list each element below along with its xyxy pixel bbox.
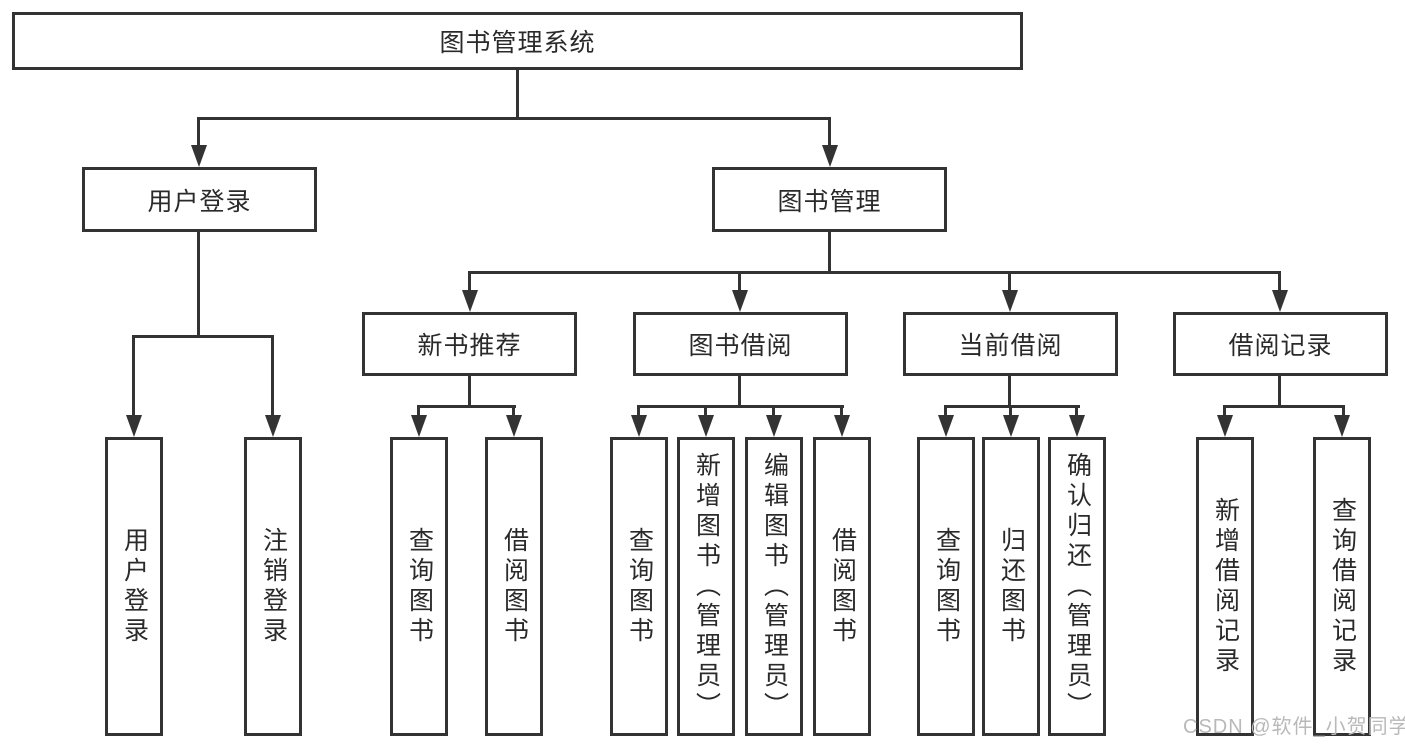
leaf-borrow-books: 借阅图书 <box>813 437 871 736</box>
node-current-borrowing: 当前借阅 <box>903 312 1118 376</box>
leaf-user-login-label: 用户登录 <box>120 526 149 647</box>
node-book-management-label: 图书管理 <box>777 187 882 216</box>
leaf-edit-book-admin-label: 编辑图书（管理员） <box>760 451 789 722</box>
leaf-borrow-books-label: 借阅图书 <box>828 526 857 647</box>
leaf-borrow-books-recommend-label: 借阅图书 <box>500 526 529 647</box>
connector-borrowing-records-rail <box>1223 405 1345 408</box>
leaf-query-books-current: 查询图书 <box>917 437 975 736</box>
arrowhead-book-management <box>822 145 838 167</box>
connector-new-book-stem <box>468 376 471 407</box>
arrowhead <box>938 415 954 437</box>
connector-root-stem <box>516 70 519 119</box>
node-user-login-label: 用户登录 <box>147 187 252 216</box>
arrowhead <box>766 415 782 437</box>
node-book-borrowing: 图书借阅 <box>633 312 848 376</box>
leaf-edit-book-admin: 编辑图书（管理员） <box>745 437 803 736</box>
leaf-query-books-recommend-label: 查询图书 <box>405 526 434 647</box>
leaf-confirm-return-admin: 确认归还（管理员） <box>1048 437 1106 736</box>
node-borrowing-records: 借阅记录 <box>1173 312 1388 376</box>
leaf-borrow-books-recommend: 借阅图书 <box>485 437 543 736</box>
leaf-add-book-admin-label: 新增图书（管理员） <box>692 451 721 722</box>
node-library-system: 图书管理系统 <box>12 12 1023 70</box>
node-new-book-recommend-label: 新书推荐 <box>417 332 522 360</box>
arrowhead <box>1334 415 1350 437</box>
leaf-logout-label: 注销登录 <box>259 526 288 647</box>
arrowhead <box>506 415 522 437</box>
arrowhead <box>1069 415 1085 437</box>
leaf-add-book-admin: 新增图书（管理员） <box>677 437 735 736</box>
connector-drop <box>1223 405 1226 417</box>
arrowhead <box>698 415 714 437</box>
connector-drop-book-borrowing <box>738 271 741 292</box>
connector-current-borrowing-rail <box>944 405 1080 408</box>
connector-drop-leaf-logout <box>271 335 274 416</box>
leaf-add-borrow-record: 新增借阅记录 <box>1196 437 1254 736</box>
arrowhead-user-login <box>191 145 207 167</box>
arrowhead <box>411 415 427 437</box>
connector-drop <box>772 405 775 417</box>
connector-drop <box>1342 405 1345 417</box>
connector-book-borrowing-rail <box>637 405 844 408</box>
node-user-login: 用户登录 <box>82 167 317 232</box>
connector-book-management-stem <box>828 232 831 274</box>
leaf-query-books-current-label: 查询图书 <box>932 526 961 647</box>
connector-drop <box>417 405 420 417</box>
leaf-confirm-return-admin-label: 确认归还（管理员） <box>1063 451 1092 722</box>
arrowhead-current-borrowing <box>1002 290 1018 312</box>
leaf-query-borrow-record-label: 查询借阅记录 <box>1328 496 1357 677</box>
leaf-query-books-borrowing: 查询图书 <box>610 437 668 736</box>
connector-book-borrowing-stem <box>738 376 741 407</box>
connector-drop <box>840 405 843 417</box>
connector-drop <box>637 405 640 417</box>
arrowhead-new-book-recommend <box>462 290 478 312</box>
connector-root-rail <box>197 117 831 120</box>
node-book-management: 图书管理 <box>712 167 947 232</box>
connector-drop-current-borrowing <box>1008 271 1011 292</box>
connector-drop-book-management <box>828 117 831 146</box>
arrowhead <box>631 415 647 437</box>
arrowhead-borrowing-records <box>1272 290 1288 312</box>
connector-new-book-rail <box>417 405 516 408</box>
leaf-add-borrow-record-label: 新增借阅记录 <box>1211 496 1240 677</box>
node-new-book-recommend: 新书推荐 <box>362 312 577 376</box>
leaf-return-book: 归还图书 <box>982 437 1040 736</box>
connector-drop <box>1009 405 1012 417</box>
connector-user-login-rail <box>132 335 274 338</box>
connector-current-borrowing-stem <box>1008 376 1011 407</box>
arrowhead-book-borrowing <box>732 290 748 312</box>
leaf-user-login: 用户登录 <box>105 437 163 736</box>
node-current-borrowing-label: 当前借阅 <box>958 332 1063 360</box>
connector-borrowing-records-stem <box>1278 376 1281 407</box>
leaf-query-books-recommend: 查询图书 <box>390 437 448 736</box>
leaf-query-books-borrowing-label: 查询图书 <box>625 526 654 647</box>
connector-drop <box>1075 405 1078 417</box>
node-library-system-label: 图书管理系统 <box>439 29 596 57</box>
connector-drop-user-login <box>197 117 200 146</box>
connector-drop <box>944 405 947 417</box>
csdn-watermark: CSDN @软件_小贺同学 <box>1183 716 1405 738</box>
connector-drop <box>512 405 515 417</box>
connector-book-management-rail <box>468 271 1281 274</box>
arrowhead <box>1003 415 1019 437</box>
connector-drop-new-book-recommend <box>468 271 471 292</box>
node-book-borrowing-label: 图书借阅 <box>688 332 793 360</box>
connector-user-login-stem <box>197 232 200 337</box>
connector-drop <box>704 405 707 417</box>
arrowhead-leaf-logout <box>265 415 281 437</box>
arrowhead-leaf-user-login <box>126 415 142 437</box>
leaf-return-book-label: 归还图书 <box>997 526 1026 647</box>
arrowhead <box>1217 415 1233 437</box>
node-borrowing-records-label: 借阅记录 <box>1228 332 1333 360</box>
leaf-logout: 注销登录 <box>244 437 302 736</box>
connector-drop-borrowing-records <box>1278 271 1281 292</box>
leaf-query-borrow-record: 查询借阅记录 <box>1313 437 1371 736</box>
connector-drop-leaf-user-login <box>132 335 135 416</box>
arrowhead <box>834 415 850 437</box>
